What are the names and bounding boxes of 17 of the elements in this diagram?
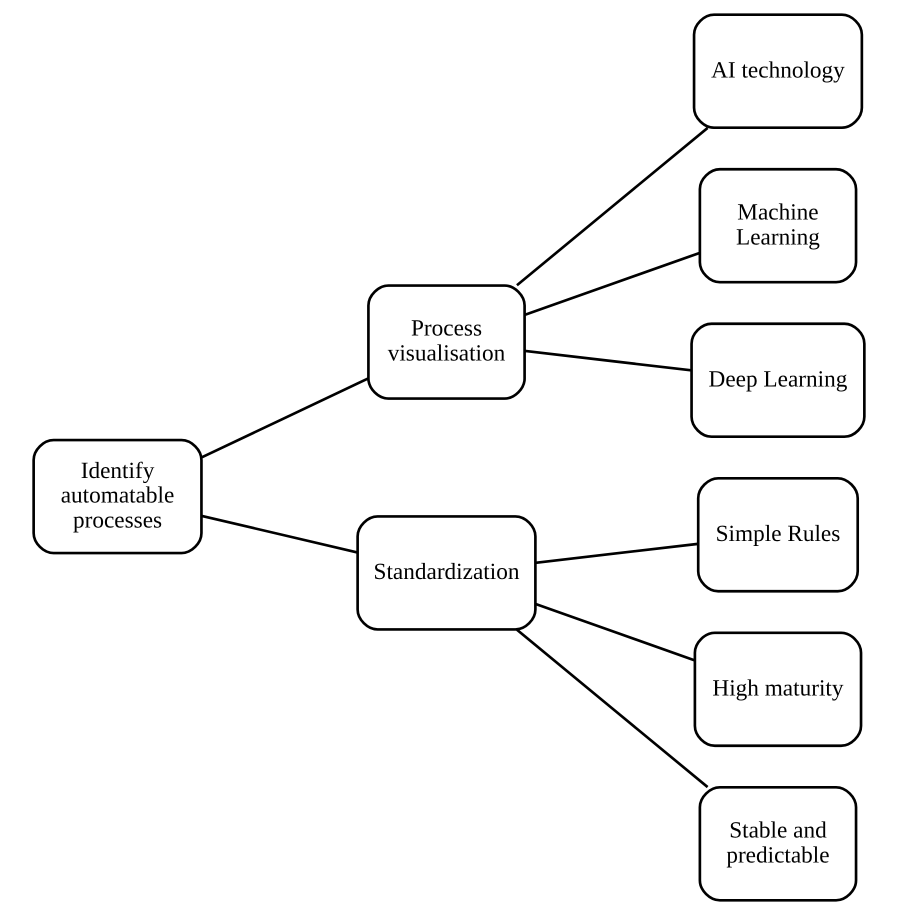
node-box: Simple Rules [696,476,859,593]
node-box: AI technology [692,13,863,130]
connector [524,350,691,372]
node-box: Standardization [356,515,536,631]
node-box: High maturity [693,631,862,748]
connector [516,126,708,286]
connector [524,252,700,316]
node-box: Machine Learning [698,168,857,284]
connector [535,542,698,564]
connector [534,602,695,662]
node-box: Deep Learning [690,322,866,438]
node-box: Identify automatable processes [32,438,202,554]
node-box: Stable and predictable [698,786,857,902]
connector [201,514,357,554]
connector [516,628,708,788]
node-box: Process visualisation [366,284,526,400]
connector [200,377,368,459]
